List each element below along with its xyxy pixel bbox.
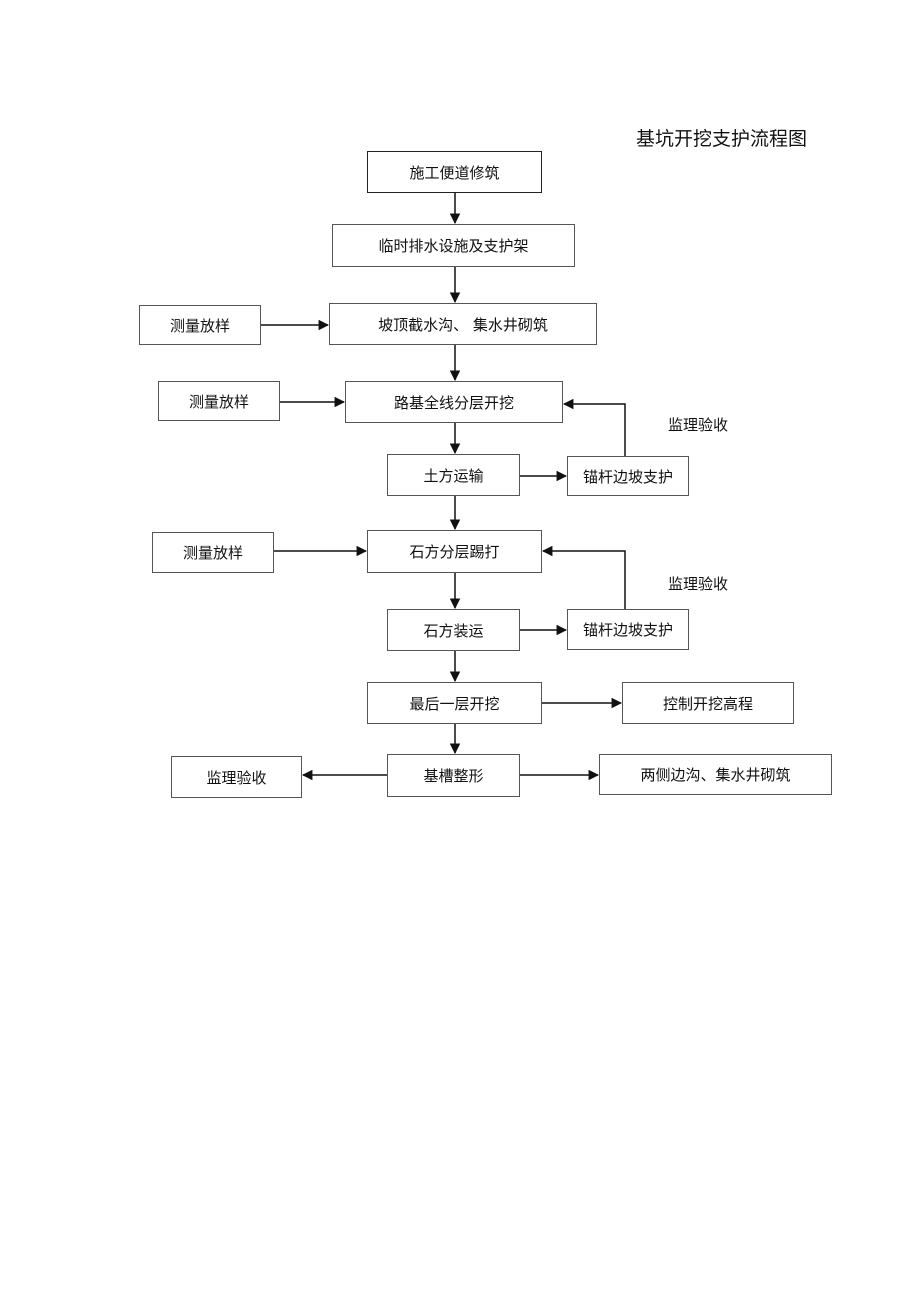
note-inspection-2: 监理验收 [668, 575, 729, 593]
node-survey-1: 测量放样 [139, 305, 261, 345]
node-label: 锚杆边坡支护 [582, 621, 673, 639]
arrow-anchor2-feedback [541, 545, 626, 609]
node-label: 临时排水设施及支护架 [378, 237, 529, 255]
node-label: 土方运输 [423, 466, 484, 485]
node-label: 两侧边沟、集水井砌筑 [640, 766, 791, 784]
node-earth-transport: 土方运输 [387, 454, 520, 496]
node-last-layer: 最后一层开挖 [367, 682, 542, 724]
node-survey-2: 测量放样 [158, 381, 280, 421]
node-trench-shaping: 基槽整形 [387, 754, 520, 797]
node-label: 控制开挖高程 [662, 694, 753, 713]
node-label: 锚杆边坡支护 [582, 467, 673, 486]
node-survey-3: 测量放样 [152, 532, 274, 573]
node-label: 测量放样 [188, 392, 249, 411]
node-control-elevation: 控制开挖高程 [622, 682, 794, 724]
node-ditch: 坡顶截水沟、 集水井砌筑 [329, 303, 597, 345]
node-anchor-support-1: 锚杆边坡支护 [567, 456, 689, 496]
node-label: 测量放样 [182, 544, 243, 562]
node-label: 施工便道修筑 [409, 163, 500, 182]
node-label: 石方分层踢打 [409, 543, 500, 561]
node-label: 测量放样 [169, 316, 230, 335]
node-layer-excavation: 路基全线分层开挖 [345, 381, 563, 423]
page-title: 基坑开挖支护流程图 [636, 128, 808, 150]
node-label: 石方装运 [423, 621, 484, 640]
node-anchor-support-2: 锚杆边坡支护 [567, 609, 689, 650]
node-inspection-3: 监理验收 [171, 756, 302, 798]
node-label: 最后一层开挖 [409, 694, 500, 713]
node-label: 路基全线分层开挖 [393, 393, 514, 412]
node-label: 坡顶截水沟、 集水井砌筑 [378, 315, 548, 334]
node-rock-loading: 石方装运 [387, 609, 520, 651]
node-drainage: 临时排水设施及支护架 [332, 224, 575, 267]
node-label: 基槽整形 [423, 767, 484, 785]
node-side-ditch: 两侧边沟、集水井砌筑 [599, 754, 832, 795]
node-road-construction: 施工便道修筑 [367, 151, 542, 193]
arrow-anchor1-feedback [562, 398, 626, 456]
note-inspection-1: 监理验收 [668, 416, 729, 434]
node-label: 监理验收 [206, 768, 267, 787]
node-rock-blasting: 石方分层踢打 [367, 530, 542, 573]
